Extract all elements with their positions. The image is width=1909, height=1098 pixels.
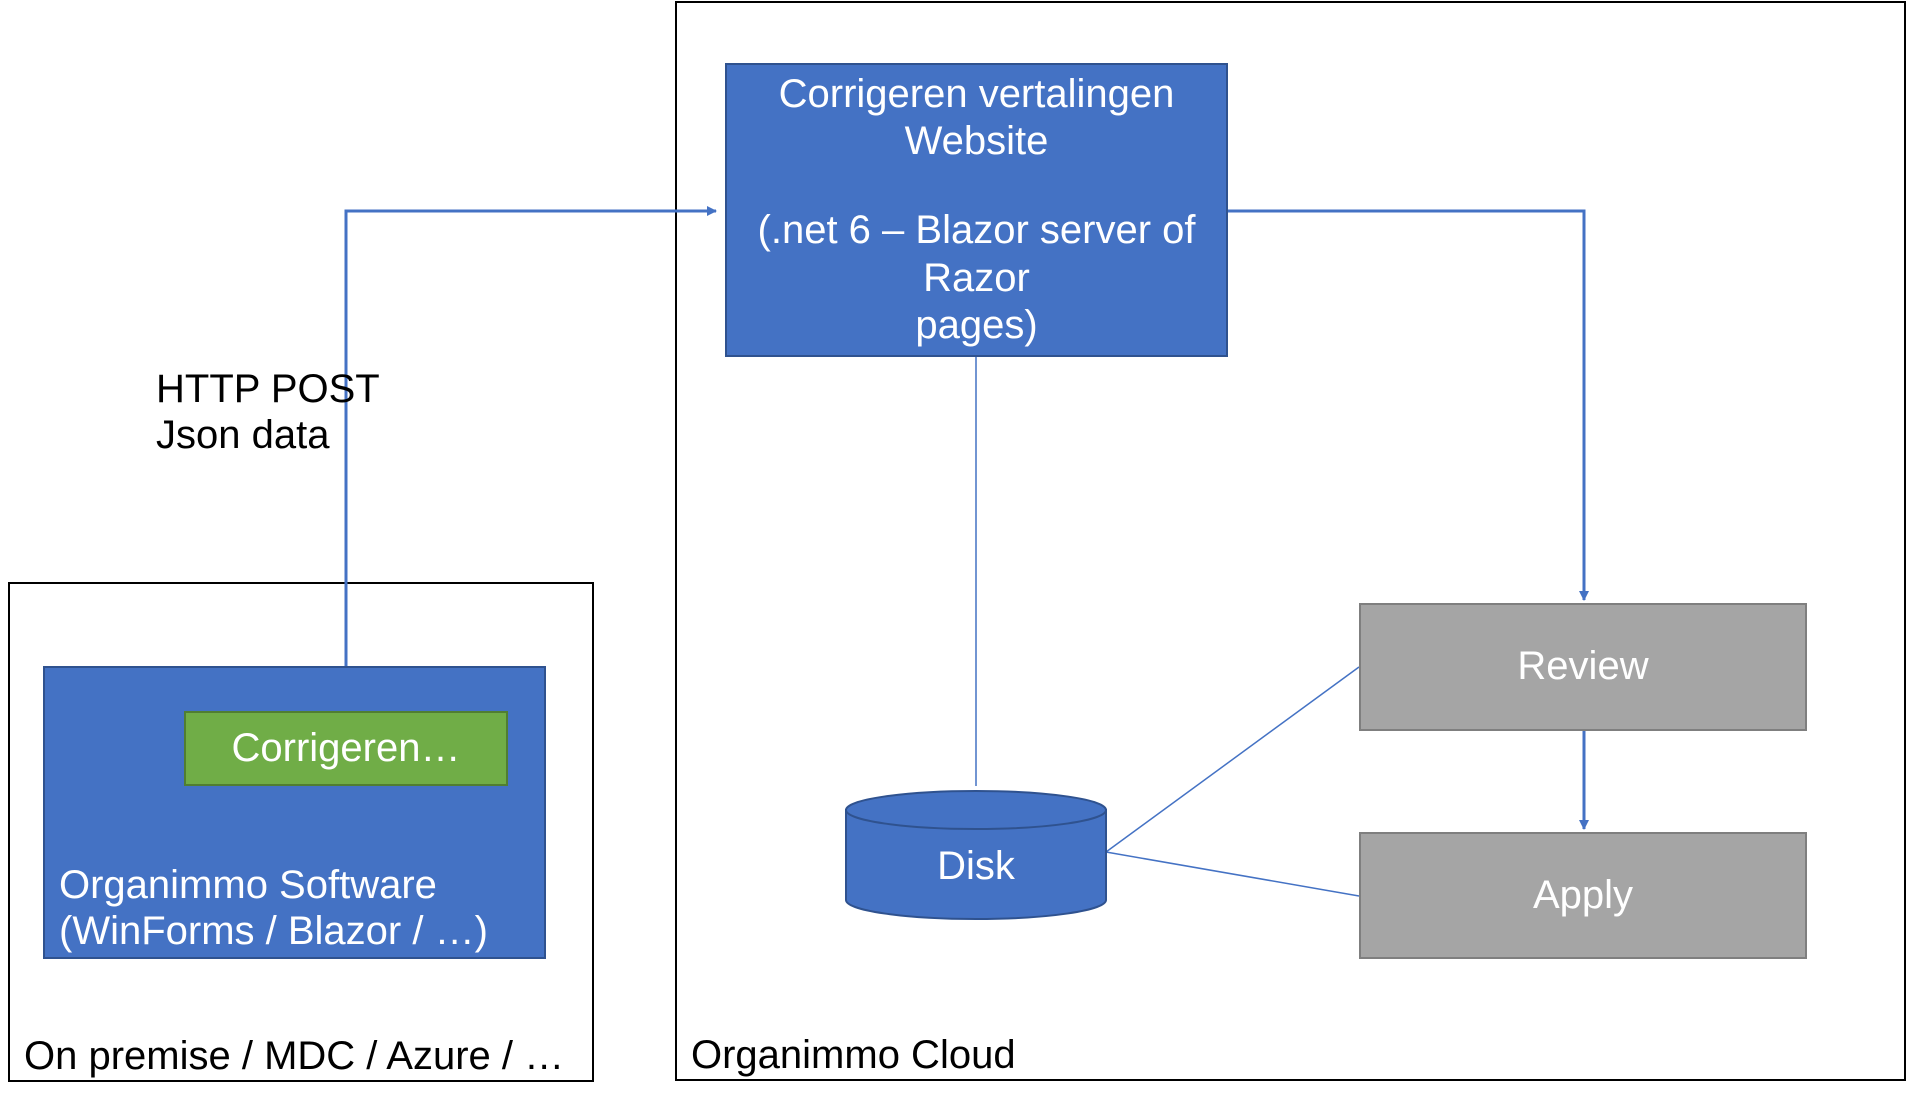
website-title-line2: Website	[904, 119, 1049, 164]
post-arrow	[344, 206, 717, 666]
organimmo-software-label: Organimmo Software (WinForms / Blazor / …	[59, 862, 488, 954]
apply-box: Apply	[1359, 832, 1807, 959]
website-box: Corrigeren vertalingen Website (.net 6 –…	[725, 63, 1228, 357]
corrigeren-button-label: Corrigeren…	[231, 725, 461, 770]
disk-cylinder	[845, 790, 1107, 920]
http-post-label: HTTP POST	[156, 367, 380, 411]
on-premise-label: On premise / MDC / Azure / …	[24, 1034, 565, 1078]
organimmo-cloud-frame	[675, 1, 1906, 1081]
disk-review-link	[1105, 666, 1360, 853]
website-tech-line1: (.net 6 – Blazor server of Razor	[757, 208, 1196, 300]
website-title-line1: Corrigeren vertalingen	[778, 72, 1175, 117]
review-label: Review	[1517, 644, 1649, 689]
disk-label: Disk	[937, 844, 1015, 888]
software-name: Organimmo Software	[59, 863, 437, 907]
website-tech-line2: pages)	[915, 302, 1038, 347]
corrigeren-button[interactable]: Corrigeren…	[184, 711, 508, 786]
http-post-note: HTTP POST Json data	[156, 366, 380, 458]
json-data-label: Json data	[156, 413, 330, 457]
software-platforms: (WinForms / Blazor / …)	[59, 909, 488, 953]
apply-label: Apply	[1532, 872, 1634, 917]
website-to-review-arrow	[1227, 209, 1589, 601]
disk-apply-link	[1105, 851, 1360, 897]
organimmo-cloud-label: Organimmo Cloud	[691, 1033, 1016, 1077]
on-premise-frame	[8, 582, 594, 1082]
review-box: Review	[1359, 603, 1807, 731]
